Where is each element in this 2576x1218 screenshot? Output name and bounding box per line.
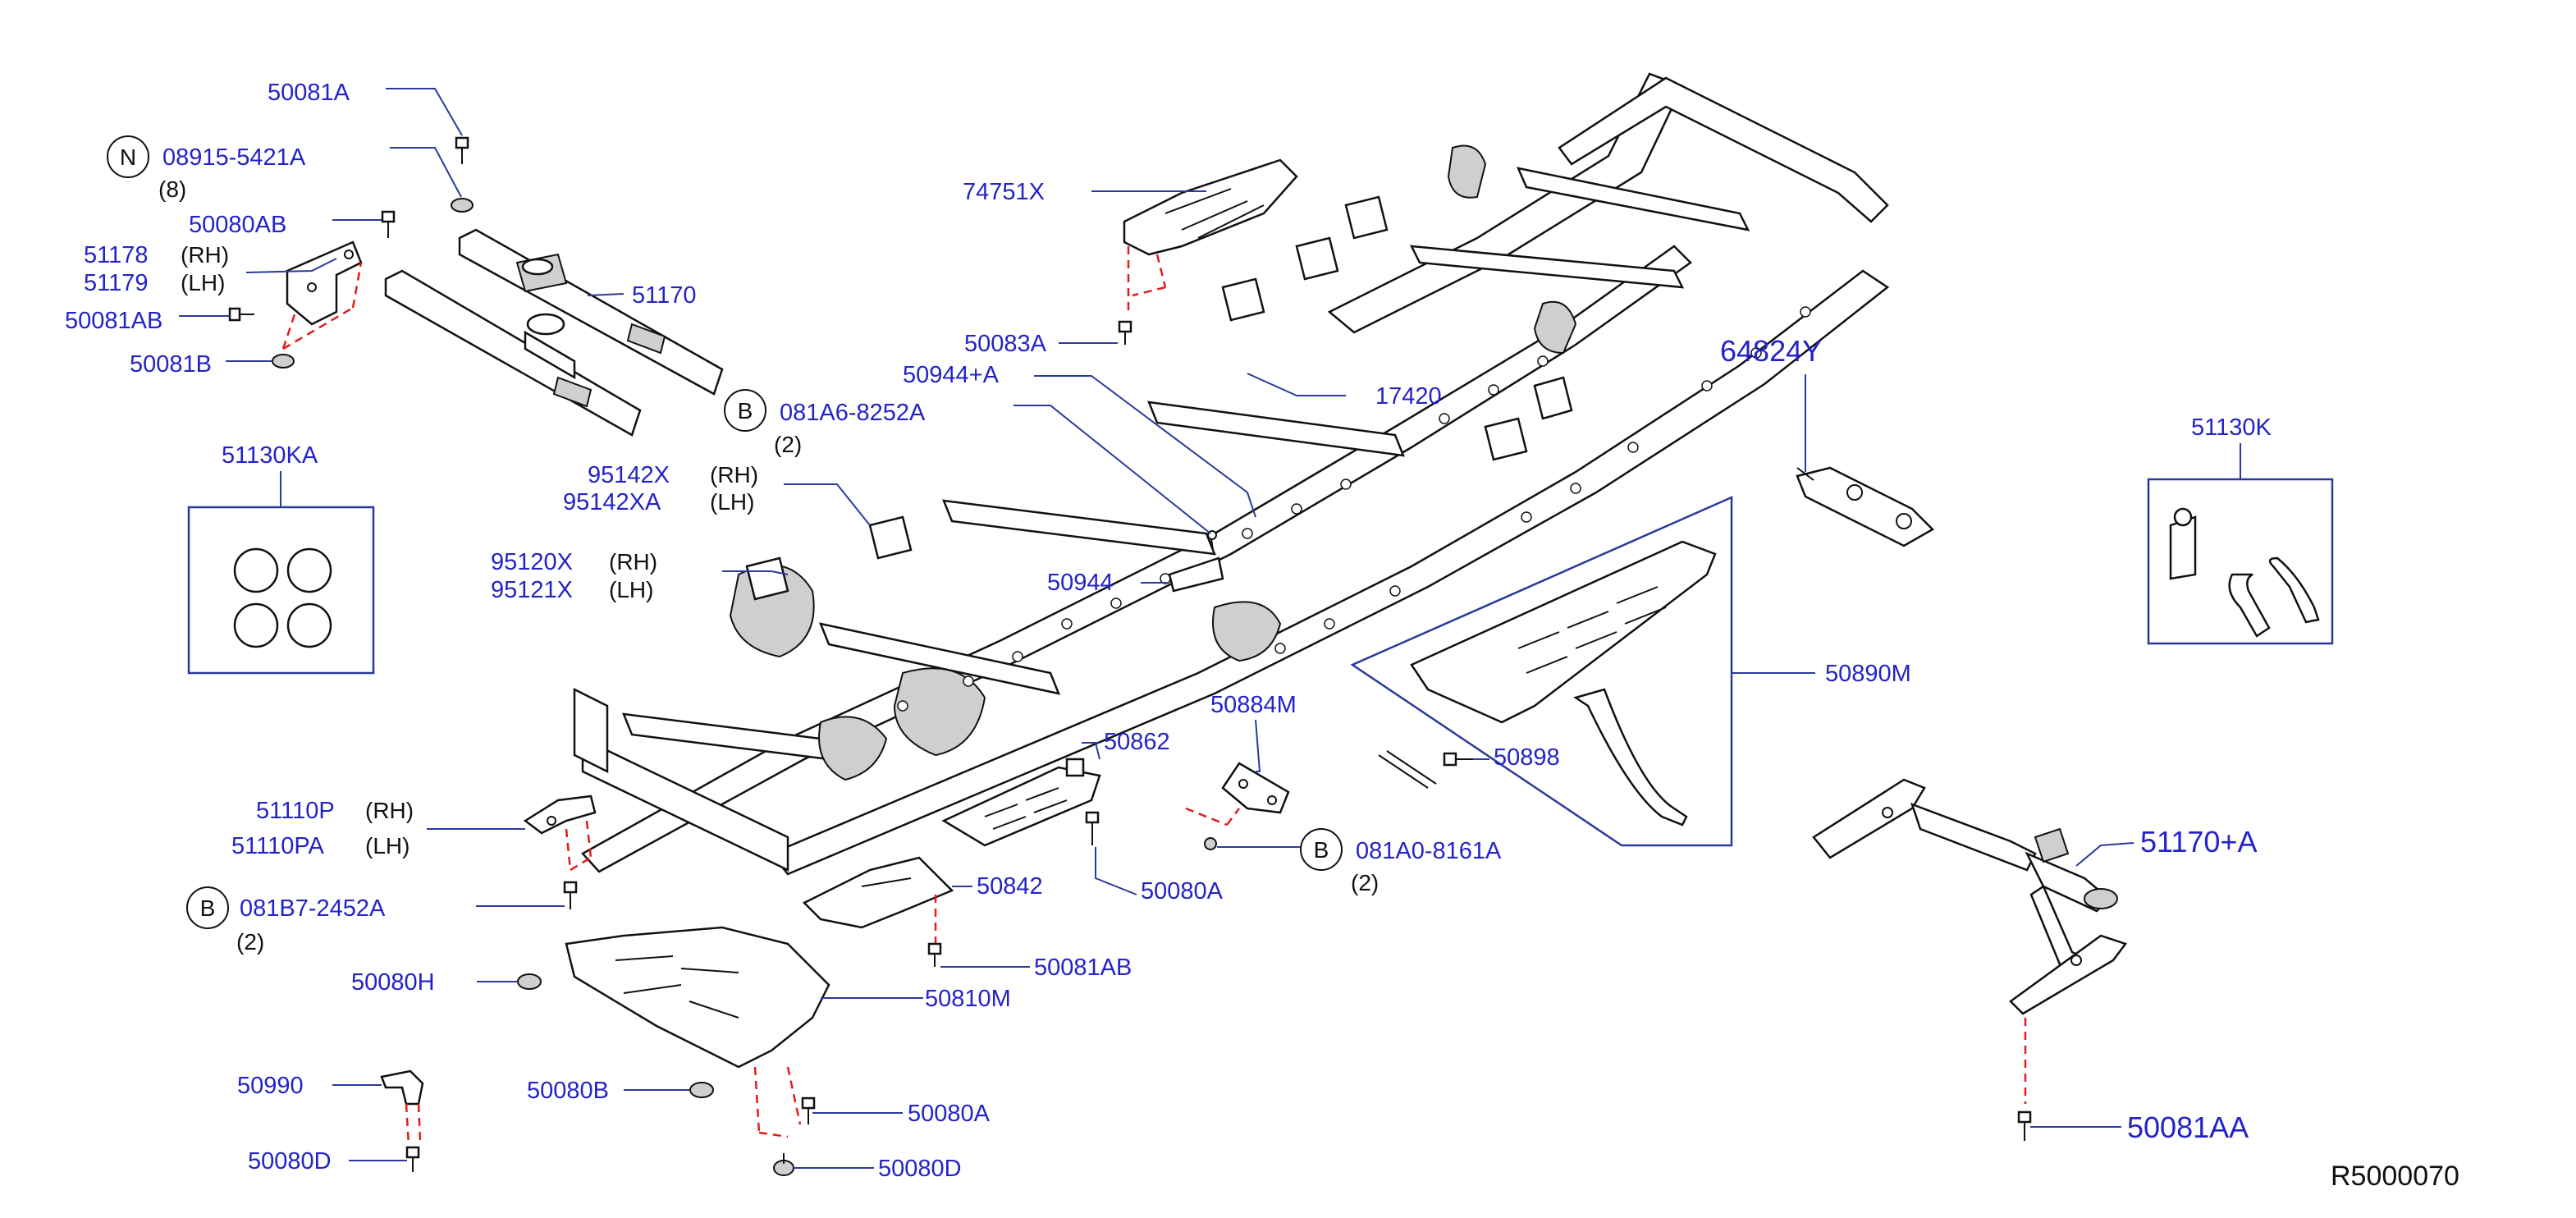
callout-50081A[interactable]: 50081A	[268, 80, 350, 106]
callout-50990[interactable]: 50990	[237, 1073, 304, 1099]
qty-081A6: (2)	[774, 432, 802, 457]
bracket-51110P-illustration	[523, 794, 597, 872]
washer-50080B-icon	[689, 1082, 714, 1098]
callout-50081AB-lower[interactable]: 50081AB	[1034, 955, 1132, 981]
bolt-50083A-icon	[1118, 320, 1132, 345]
side-lh-51110PA: (LH)	[365, 833, 410, 859]
washer-50080H-icon	[517, 973, 542, 990]
diagram-reference-id: R5000070	[2331, 1161, 2459, 1192]
callout-50944A[interactable]: 50944+A	[903, 362, 1000, 388]
marker-b-081A6: B	[724, 389, 766, 432]
side-rh-95142X: (RH)	[710, 462, 758, 488]
bracket-64824Y-illustration	[1796, 466, 1935, 547]
qty-08915: (8)	[158, 176, 186, 202]
callout-50944[interactable]: 50944	[1047, 570, 1114, 596]
nut-50081B-icon	[272, 354, 295, 369]
callout-51110PA[interactable]: 51110PA	[231, 833, 325, 859]
bolt-50081A-icon	[455, 136, 469, 164]
side-rh-51110P: (RH)	[365, 798, 414, 823]
marker-b-081A0: B	[1300, 828, 1343, 871]
marker-b-label: B	[738, 398, 753, 424]
bolt-50080D-left-icon	[405, 1146, 420, 1172]
callout-labels: 50081A 08915-5421A (8) 50080AB 51178 (RH…	[65, 80, 2272, 1182]
bracket-50944-illustration	[1168, 530, 1224, 593]
callout-08915-5421A[interactable]: 08915-5421A	[162, 144, 306, 171]
side-rh-95120X: (RH)	[609, 549, 657, 575]
marker-b-label: B	[1314, 837, 1329, 863]
callout-50080B[interactable]: 50080B	[527, 1078, 609, 1104]
skid-plate-50890M-box	[1350, 496, 1733, 847]
bolt-50080A-lower-icon	[801, 1097, 816, 1124]
callout-95142XA[interactable]: 95142XA	[563, 489, 661, 515]
callout-51130KA[interactable]: 51130KA	[222, 442, 318, 469]
callout-081A0-8161A[interactable]: 081A0-8161A	[1356, 838, 1502, 864]
callout-081B7-2452A[interactable]: 081B7-2452A	[240, 895, 386, 922]
callout-50890M[interactable]: 50890M	[1825, 661, 1911, 687]
bracket-51178-illustration	[281, 240, 363, 350]
callout-50080AB[interactable]: 50080AB	[189, 212, 286, 238]
callout-51178[interactable]: 51178	[84, 242, 149, 268]
callout-50081B[interactable]: 50081B	[130, 351, 212, 378]
callout-50080D-center[interactable]: 50080D	[878, 1156, 962, 1182]
main-frame-illustration	[573, 72, 1890, 876]
crossmember-51170-illustration	[384, 228, 724, 437]
callout-74751X[interactable]: 74751X	[963, 179, 1045, 205]
marker-b-081B7: B	[186, 886, 229, 929]
bolt-50081AA-icon	[2017, 1110, 2032, 1141]
bolt-50080D-center-icon	[773, 1153, 794, 1176]
callout-51170[interactable]: 51170	[632, 282, 697, 309]
callout-50862[interactable]: 50862	[1104, 729, 1170, 755]
callout-17420[interactable]: 17420	[1375, 383, 1442, 410]
bolt-50080A-upper-icon	[1085, 811, 1100, 845]
nut-08915-icon	[451, 198, 474, 213]
callout-50884M[interactable]: 50884M	[1210, 692, 1297, 718]
marker-n-08915: N	[107, 135, 149, 178]
bracket-50990-illustration	[380, 1069, 424, 1146]
heat-shield-74751X-illustration	[1123, 158, 1298, 312]
callout-50081AA[interactable]: 50081AA	[2127, 1110, 2249, 1144]
callout-95120X[interactable]: 95120X	[491, 549, 573, 575]
callout-50081AB-upper[interactable]: 50081AB	[65, 308, 162, 334]
leader-lines	[179, 88, 2241, 1169]
bolt-081B7-icon	[563, 881, 578, 909]
bracket-50884M-illustration	[1185, 762, 1290, 826]
side-lh-95142XA: (LH)	[710, 489, 754, 515]
bolt-50081AB-lower-icon	[927, 942, 942, 967]
side-lh-95121X: (LH)	[609, 577, 653, 602]
callout-51130K[interactable]: 51130K	[2191, 414, 2272, 441]
callout-50842[interactable]: 50842	[977, 873, 1043, 900]
skid-plate-50810M-illustration	[565, 926, 830, 1138]
callout-51179[interactable]: 51179	[84, 270, 149, 296]
marker-b-label: B	[200, 895, 216, 921]
side-lh-51179: (LH)	[181, 270, 225, 295]
callout-50080A-lower[interactable]: 50080A	[908, 1101, 991, 1127]
plate-50862-illustration	[941, 758, 1101, 847]
callout-51110P[interactable]: 51110P	[256, 798, 335, 824]
qty-081A0: (2)	[1351, 870, 1379, 895]
callout-081A6-8252A[interactable]: 081A6-8252A	[780, 400, 926, 426]
callout-50083A[interactable]: 50083A	[964, 331, 1047, 357]
callout-95121X[interactable]: 95121X	[491, 577, 573, 603]
callout-50080H[interactable]: 50080H	[351, 969, 435, 996]
plug-kit-51130KA-box	[187, 506, 375, 675]
callout-50810M[interactable]: 50810M	[925, 986, 1011, 1012]
callout-50080A-upper[interactable]: 50080A	[1141, 878, 1224, 904]
qty-081B7: (2)	[236, 929, 264, 955]
bolt-50080AB-icon	[381, 210, 396, 238]
tow-hook-kit-51130K-box	[2147, 478, 2334, 645]
bracket-50842-illustration	[802, 856, 954, 944]
bolt-50081AB-icon	[228, 307, 254, 322]
bolt-50898-icon	[1443, 752, 1473, 767]
marker-n-label: N	[120, 144, 136, 170]
callout-50898[interactable]: 50898	[1494, 744, 1560, 771]
callout-50080D-left[interactable]: 50080D	[248, 1148, 332, 1174]
bolt-081A0-icon	[1204, 837, 1217, 850]
crossmember-51170A-illustration	[1812, 778, 2128, 1104]
callout-95142X[interactable]: 95142X	[588, 462, 670, 488]
side-rh-51178: (RH)	[181, 242, 229, 268]
callout-64824Y[interactable]: 64824Y	[1720, 334, 1822, 368]
callout-51170A[interactable]: 51170+A	[2140, 825, 2257, 859]
